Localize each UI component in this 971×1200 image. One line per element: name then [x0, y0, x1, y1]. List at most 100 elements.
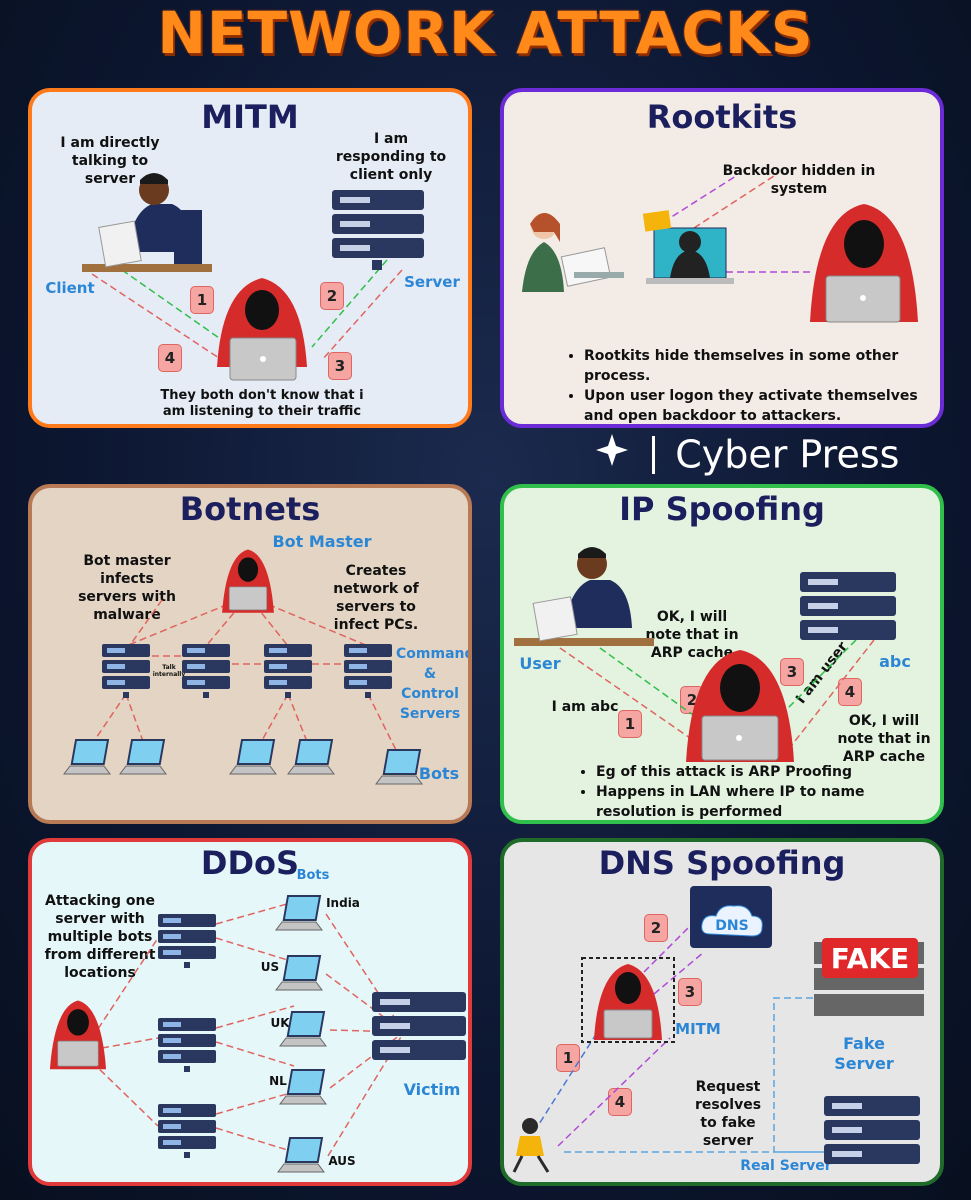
ddos-bot-laptop-icon	[279, 1069, 327, 1105]
ip-step-4: 4	[838, 678, 862, 706]
ddos-location-aus: AUS	[328, 1154, 356, 1168]
mitm-title: MITM	[201, 98, 299, 136]
brand-separator	[652, 435, 656, 474]
mitm-step-1: 1	[190, 286, 214, 314]
botnet-link	[91, 693, 127, 745]
ddos-server-icon	[158, 1018, 216, 1072]
rootkits-panel: Rootkits Backdoor hidden in system Rootk…	[500, 88, 944, 428]
dns-spoofing-diagram: DNS FAKE	[512, 886, 924, 1173]
bots-label: Bots	[418, 764, 460, 783]
ip-spoofing-bullets: Eg of this attack is ARP Proofing Happen…	[578, 762, 886, 820]
ip-step-1: 1	[618, 710, 642, 738]
mitm-client-text: I am directly talking to server	[60, 135, 160, 187]
mitm-step-3: 3	[328, 352, 352, 380]
ddos-bots-label: Bots	[296, 868, 330, 883]
dns-label: DNS	[715, 918, 748, 934]
rootkits-backdoor-text: Backdoor hidden in system	[722, 163, 876, 197]
ip-spoofing-title: IP Spoofing	[619, 490, 825, 528]
fake-label: FAKE	[831, 942, 909, 975]
botnets-creates-text: Creates network of servers to infect PCs…	[333, 563, 419, 633]
user-woman-icon	[522, 213, 624, 292]
ddos-victim-label: Victim	[403, 1080, 461, 1099]
botnets-panel: Botnets Bot Master Bot master infects se…	[28, 484, 472, 824]
ddos-location-us: US	[260, 960, 280, 974]
dns-request-text: Request resolves to fake server	[694, 1079, 762, 1149]
ip-ok-text-2: OK, I will note that in ARP cache	[837, 713, 931, 765]
page-title: NETWORK ATTACKS	[157, 0, 814, 67]
mitm-client-label: Client	[45, 279, 95, 297]
ip-bullet: Happens in LAN where IP to name resoluti…	[596, 782, 886, 820]
mitm-diagram	[82, 173, 424, 381]
ddos-link	[91, 937, 159, 1039]
cc-server-icon	[344, 644, 392, 698]
ip-spoofing-panel: IP Spoofing User abc OK, I will note tha…	[500, 484, 944, 824]
real-server-label: Real Server	[740, 1158, 832, 1174]
botnet-link	[125, 693, 145, 745]
rootkits-diagram	[522, 175, 918, 323]
ddos-bot-laptop-icon	[279, 1011, 327, 1047]
ddos-location-uk: UK	[270, 1016, 290, 1030]
bot-laptop-icon	[375, 749, 423, 785]
ip-user-label: User	[519, 654, 561, 673]
cc-server-icon	[264, 644, 312, 698]
bot-laptop-icon	[287, 739, 335, 775]
bot-laptop-icon	[119, 739, 167, 775]
mitm-connection-lines	[91, 259, 403, 361]
cc-servers-label: Command & Control Servers	[396, 646, 472, 722]
runner-user-icon	[512, 1118, 550, 1173]
mitm-server-text: I am responding to client only	[335, 131, 447, 183]
dns-server-icon: DNS	[690, 886, 772, 948]
ddos-attack-text: Attacking one server with multiple bots …	[44, 893, 156, 981]
bot-laptop-icon	[63, 739, 111, 775]
cc-server-icon	[182, 644, 230, 698]
ddos-link	[215, 1041, 295, 1067]
dns-connection-lines	[533, 921, 844, 1153]
brand-name: Cyber Press	[675, 432, 900, 477]
ddos-diagram	[49, 895, 466, 1173]
rootkits-bullet: Rootkits hide themselves in some other p…	[584, 346, 934, 386]
hacker-icon	[686, 650, 794, 762]
botnet-lines	[91, 595, 397, 751]
ddos-lines	[91, 901, 405, 1157]
rootkits-title: Rootkits	[646, 98, 798, 136]
ddos-location-nl: NL	[269, 1074, 287, 1088]
botnets-infects-text: Bot master infects servers with malware	[78, 553, 176, 623]
dns-step-2: 2	[644, 914, 668, 942]
talk-internally-label: Talk internally	[152, 664, 186, 678]
hacker-icon	[217, 278, 307, 381]
ddos-link	[215, 1005, 295, 1029]
mitm-box	[581, 957, 675, 1043]
ddos-hacker-icon	[49, 1000, 107, 1070]
rootkits-bullet: Upon user logon they activate themselves…	[584, 386, 934, 424]
mitm-panel: MITM I am directly talking to server I a…	[28, 88, 472, 428]
fake-server-icon: FAKE	[814, 938, 924, 1016]
ip-connection-lines	[559, 639, 875, 751]
botnet-link	[367, 693, 397, 751]
real-server-icon	[824, 1096, 920, 1164]
dns-mitm-label: MITM	[675, 1020, 721, 1038]
ddos-link	[215, 901, 295, 925]
ip-abc-label: abc	[879, 652, 911, 671]
mitm-step-4: 4	[158, 344, 182, 372]
ip-ok-text-1: OK, I will note that in ARP cache	[645, 609, 739, 661]
hacker-icon	[810, 204, 918, 323]
mitm-note: They both don't know that i am listening…	[160, 388, 364, 419]
ddos-link	[215, 1127, 295, 1153]
rootkits-bullets: Rootkits hide themselves in some other p…	[566, 346, 934, 424]
botnet-link	[127, 599, 163, 649]
server-icon	[332, 190, 424, 270]
ddos-bot-laptop-icon	[275, 955, 323, 991]
fake-server-label: Fake Server	[834, 1034, 894, 1073]
ddos-title: DDoS	[200, 844, 300, 882]
server-icon	[800, 572, 896, 640]
ddos-bot-laptop-icon	[275, 895, 323, 931]
bot-master-hacker-icon	[222, 549, 274, 613]
cc-server-icon	[102, 644, 150, 698]
botnet-link	[287, 693, 309, 745]
ddos-bot-laptop-icon	[277, 1137, 325, 1173]
ip-bullet: Eg of this attack is ARP Proofing	[596, 762, 886, 782]
dns-step-4: 4	[608, 1088, 632, 1116]
ddos-link	[101, 1037, 159, 1049]
ddos-link	[325, 913, 405, 1033]
ddos-server-icon	[158, 914, 216, 968]
